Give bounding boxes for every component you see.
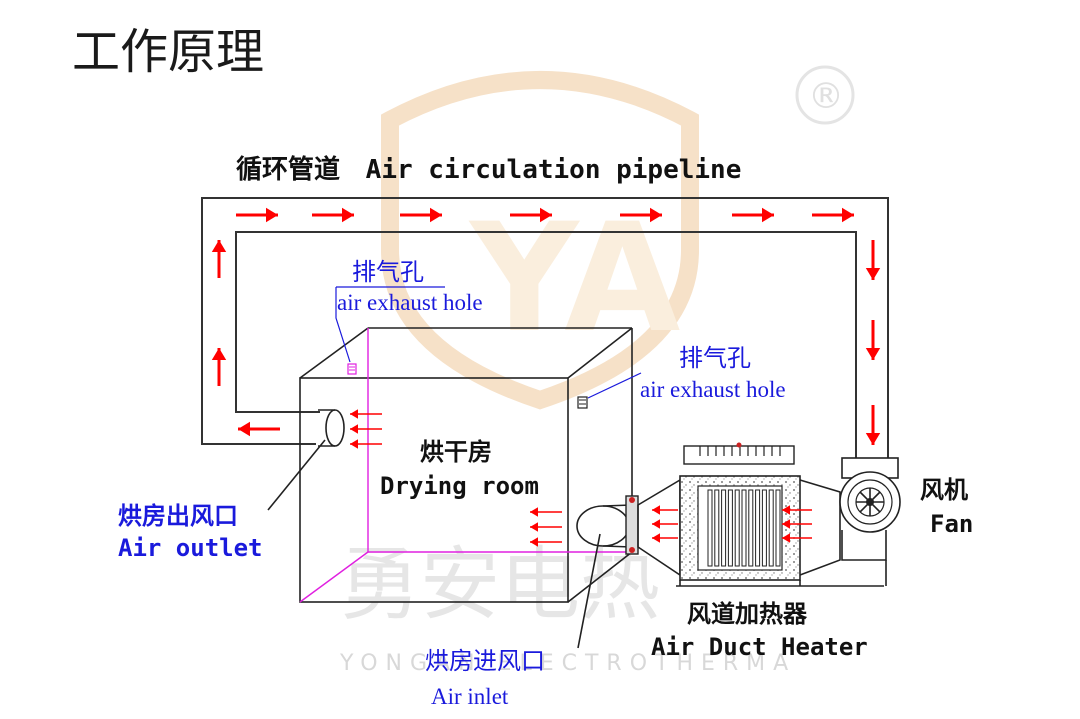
room-air-arrows	[350, 409, 812, 547]
heating-element	[748, 489, 754, 567]
heater-air-arrow	[782, 505, 812, 515]
air-outlet-en: Air outlet	[118, 534, 263, 562]
drying-room-zh: 烘干房	[420, 438, 492, 466]
air-outlet-duct	[318, 409, 345, 447]
outlet-air-arrow	[350, 424, 382, 434]
drying-room-en: Drying room	[380, 472, 539, 500]
exhaust-right-zh: 排气孔	[679, 344, 751, 372]
flow-arrows	[211, 207, 881, 445]
flow-arrow-up	[211, 240, 227, 278]
watermark-logo-text: YA	[468, 192, 680, 366]
air-outlet-zh: 烘房出风口	[118, 502, 238, 530]
flow-arrow-right	[400, 207, 442, 223]
watermark-chinese: 勇安电热	[340, 538, 660, 631]
drying-room-box	[299, 327, 633, 603]
flow-arrow-up	[211, 348, 227, 386]
pipeline-label-en: Air circulation pipeline	[366, 155, 742, 185]
flow-arrow-right	[312, 207, 354, 223]
air-duct-heater	[676, 442, 884, 587]
inlet-air-arrow	[530, 507, 562, 517]
exhaust-hole-top-icon	[347, 363, 357, 375]
air-inlet-en: Air inlet	[431, 684, 509, 709]
flow-arrow-left	[238, 421, 280, 437]
outlet-air-arrow	[350, 439, 382, 449]
flow-arrow-down	[865, 405, 881, 445]
air-inlet-zh: 烘房进风口	[425, 647, 545, 675]
exhaust-top-en: air exhaust hole	[337, 290, 483, 315]
heater-zh: 风道加热器	[687, 600, 808, 628]
exhaust-hole-right-icon	[577, 396, 588, 409]
flow-arrow-right	[812, 207, 854, 223]
heating-element	[721, 489, 727, 567]
heating-element	[768, 489, 774, 567]
exhaust-right-en: air exhaust hole	[640, 377, 786, 402]
heater-air-arrow	[782, 519, 812, 529]
fan-en: Fan	[930, 510, 973, 538]
heater-en: Air Duct Heater	[651, 633, 868, 661]
watermark-shield-icon	[381, 71, 699, 410]
flow-arrow-down	[865, 240, 881, 280]
heater-in-arrow	[652, 519, 678, 529]
heater-elements	[707, 489, 781, 567]
pipeline-label-zh: 循环管道	[236, 154, 340, 185]
watermark: YA 勇安电热 YONGAN ELECTROTHERMA	[339, 71, 796, 676]
fan-zh: 风机	[920, 476, 968, 504]
registered-mark-icon	[795, 65, 855, 125]
heater-in-arrow	[652, 533, 678, 543]
page-title: 工作原理	[72, 24, 264, 80]
heating-element	[741, 489, 747, 567]
flow-arrow-right	[510, 207, 552, 223]
flow-arrow-right	[236, 207, 278, 223]
flow-arrow-right	[732, 207, 774, 223]
heating-element	[775, 489, 781, 567]
circulation-pipe	[201, 197, 889, 470]
terminal-dot	[736, 442, 742, 448]
heating-element	[755, 489, 761, 567]
outlet-air-arrow	[350, 409, 382, 419]
flow-arrow-down	[865, 320, 881, 360]
heating-element	[761, 489, 767, 567]
heating-element	[714, 489, 720, 567]
pipeline-label: 循环管道 Air circulation pipeline	[236, 154, 741, 185]
registered-mark: ®	[808, 76, 844, 117]
exhaust-top-zh: 排气孔	[352, 258, 424, 286]
fan	[839, 457, 901, 586]
inlet-air-arrow	[530, 522, 562, 532]
heating-element	[727, 489, 733, 567]
flow-arrow-right	[620, 207, 662, 223]
heating-element	[734, 489, 740, 567]
heating-element	[707, 489, 713, 567]
heater-air-arrow	[782, 533, 812, 543]
watermark-english: YONGAN ELECTROTHERMA	[339, 651, 796, 676]
heater-in-arrow	[652, 505, 678, 515]
heater-terminals	[699, 442, 781, 456]
inlet-air-arrow	[530, 537, 562, 547]
